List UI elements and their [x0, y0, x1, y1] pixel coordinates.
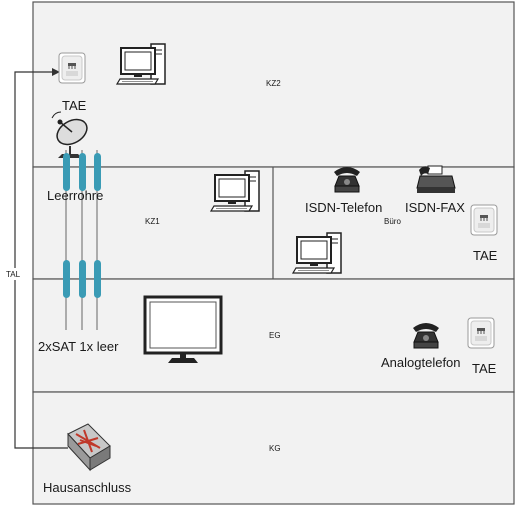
- isdn-telefon-label: ISDN-Telefon: [305, 200, 382, 215]
- tal-label: TAL: [6, 270, 21, 279]
- leerrohre-label: Leerrohre: [47, 188, 103, 203]
- analogtelefon-label: Analogtelefon: [381, 355, 461, 370]
- tae-socket-icon: [467, 317, 495, 349]
- floor-label-kz1: KZ1: [145, 217, 160, 226]
- floor-label-kg: KG: [269, 444, 281, 453]
- floor-label-eg: EG: [269, 331, 281, 340]
- tae-socket-icon: [470, 204, 498, 236]
- conduits: [63, 150, 101, 330]
- building: [32, 1, 515, 505]
- floor-label-kz2: KZ2: [266, 79, 281, 88]
- tal-line: [14, 68, 68, 449]
- tae-label-kz2: TAE: [62, 98, 87, 113]
- floor-kg: [32, 391, 515, 505]
- router-icon: [67, 423, 111, 472]
- telephone-icon: [412, 322, 440, 349]
- isdn-fax-label: ISDN-FAX: [405, 200, 465, 215]
- hausanschluss-label: Hausanschluss: [43, 480, 132, 495]
- tae-label-buero: TAE: [473, 248, 498, 263]
- monitor-icon: [143, 295, 223, 363]
- floor-kz2: [32, 1, 515, 168]
- satellite-dish-icon: [51, 111, 88, 158]
- fax-machine-icon: [416, 165, 456, 193]
- tae-label-eg: TAE: [472, 361, 497, 376]
- telephone-icon: [333, 166, 361, 193]
- tal-label-bg: [3, 268, 27, 280]
- tae-socket-icon: [58, 52, 86, 84]
- room-label-buero: Büro: [384, 217, 401, 226]
- sat-leer-label: 2xSAT 1x leer: [38, 339, 119, 354]
